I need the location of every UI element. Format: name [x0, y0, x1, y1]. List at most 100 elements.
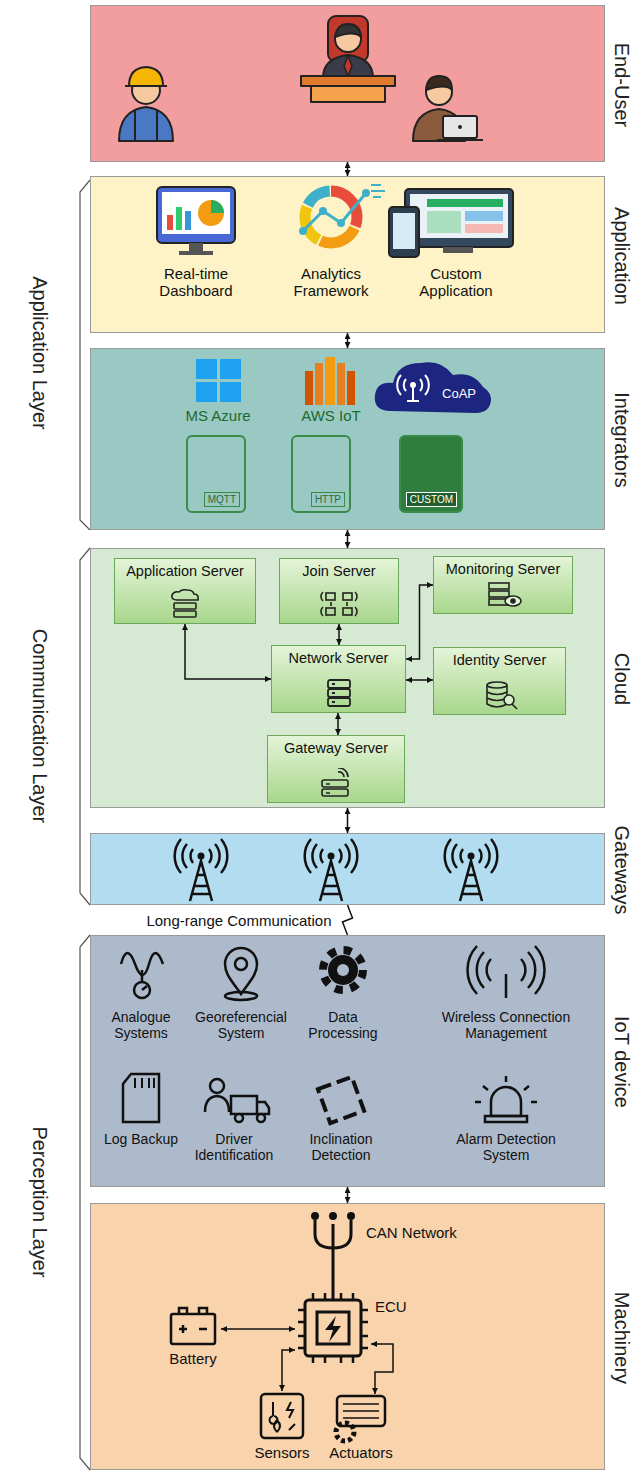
drawing-part	[123, 1074, 159, 1122]
server-name: Gateway Server	[284, 740, 388, 756]
drawing-part	[322, 789, 348, 796]
protocol-box: MQTT	[186, 435, 246, 513]
drawing-part	[311, 1212, 319, 1220]
drawing-part	[176, 207, 182, 230]
machinery-illustration	[91, 1204, 606, 1471]
drawing-part	[325, 357, 335, 405]
item-label: Custom Application	[401, 265, 511, 300]
drawing-part	[458, 125, 462, 129]
server-name: Join Server	[302, 563, 375, 579]
drawing-part	[205, 1096, 229, 1112]
drawing-part	[362, 189, 370, 197]
connector-arrow	[337, 713, 339, 735]
server-name: Network Server	[289, 650, 389, 666]
drawing-part	[336, 1423, 354, 1441]
server-box: Join Server	[279, 558, 399, 624]
connector-arrow	[347, 333, 349, 348]
drawing-part	[337, 1396, 385, 1426]
drawing-part	[211, 200, 224, 213]
item-label: Wireless Connection Management	[426, 1009, 586, 1041]
server-icon	[319, 678, 359, 708]
item-label: Sensors	[250, 1444, 314, 1461]
drawing-part	[135, 1078, 154, 1088]
drawing-part	[389, 207, 419, 257]
server-box: Application Server	[114, 558, 256, 624]
item-label: Real-time Dashboard	[146, 265, 246, 300]
drawing-part	[375, 362, 491, 413]
drawing-part	[326, 608, 335, 615]
item-label: MS Azure	[168, 407, 268, 424]
drawing-part	[315, 363, 323, 405]
connector-arrow	[406, 679, 433, 681]
drawing-part	[167, 215, 173, 230]
drawing-part	[235, 1114, 243, 1122]
server-name: Monitoring Server	[446, 561, 560, 577]
drawing-part	[303, 193, 366, 231]
drawing-part	[171, 1314, 215, 1344]
drawing-part	[172, 590, 198, 600]
item-label: Data Processing	[300, 1009, 386, 1041]
layer-name: Machinery	[612, 1291, 632, 1383]
drawing-part	[371, 1344, 393, 1394]
protocol-box: CUSTOM	[399, 435, 463, 513]
layer-band: IntegratorsMQTTHTTPCUSTOMMS AzureAWS IoT…	[90, 348, 605, 530]
drawing-part	[318, 1077, 364, 1123]
drawing-part	[220, 382, 241, 402]
drawing-part	[485, 1116, 527, 1122]
drawing-part	[261, 1394, 303, 1438]
drawing-part	[196, 359, 217, 379]
drawing-part	[221, 1328, 295, 1330]
protocol-box: HTTP	[291, 435, 351, 513]
item-label: Driver Identification	[188, 1131, 280, 1163]
layer-name: End-User	[612, 42, 632, 126]
protocol-name: CUSTOM	[406, 492, 457, 507]
item-label: AWS IoT	[281, 407, 381, 424]
layer-name: Cloud	[612, 653, 632, 705]
drawing-part	[129, 67, 163, 86]
drawing-part	[162, 192, 230, 234]
drawing-part	[467, 946, 544, 998]
drawing-part	[347, 1212, 355, 1220]
item-label: Inclination Detection	[295, 1131, 387, 1163]
drawing-part	[179, 1308, 207, 1333]
drawing-part	[322, 780, 348, 787]
drawing-part	[405, 189, 513, 247]
drawing-part	[174, 611, 196, 617]
drawing-part	[323, 950, 363, 990]
drawing-part	[257, 1114, 265, 1122]
drawing-part	[80, 935, 90, 1470]
server-icon	[480, 680, 520, 710]
drawing-part	[179, 251, 213, 255]
drawing-part	[171, 1220, 385, 1441]
drawing-part	[119, 107, 173, 141]
drawing-part	[343, 593, 352, 600]
drawing-part	[445, 839, 498, 901]
drawing-part	[142, 970, 147, 990]
drawing-part	[487, 682, 507, 688]
server-name: Application Server	[126, 563, 244, 579]
drawing-part	[487, 682, 517, 709]
layer-band: End-User	[90, 5, 605, 162]
drawing-part	[172, 590, 198, 617]
connector-arrow	[347, 808, 349, 833]
drawing-part	[326, 593, 335, 600]
drawing-part	[426, 76, 452, 90]
drawing-part	[443, 116, 477, 138]
drawing-part	[135, 110, 157, 141]
drawing-part	[305, 1300, 361, 1356]
drawing-part	[157, 187, 235, 243]
drawing-part	[318, 1077, 364, 1123]
protocol-name: MQTT	[204, 492, 240, 507]
item-label: Actuators	[324, 1444, 398, 1461]
drawing-part	[319, 207, 327, 215]
drawing-part	[221, 1329, 393, 1394]
server-box: Gateway Server	[267, 735, 405, 803]
drawing-part	[443, 247, 473, 253]
drawing-part	[220, 359, 241, 379]
drawing-part	[344, 56, 352, 76]
server-icon	[316, 768, 356, 798]
drawing-part	[328, 955, 358, 985]
connector-arrow	[343, 905, 353, 935]
connector-arrow	[338, 624, 340, 645]
connector-arrow	[406, 585, 433, 659]
